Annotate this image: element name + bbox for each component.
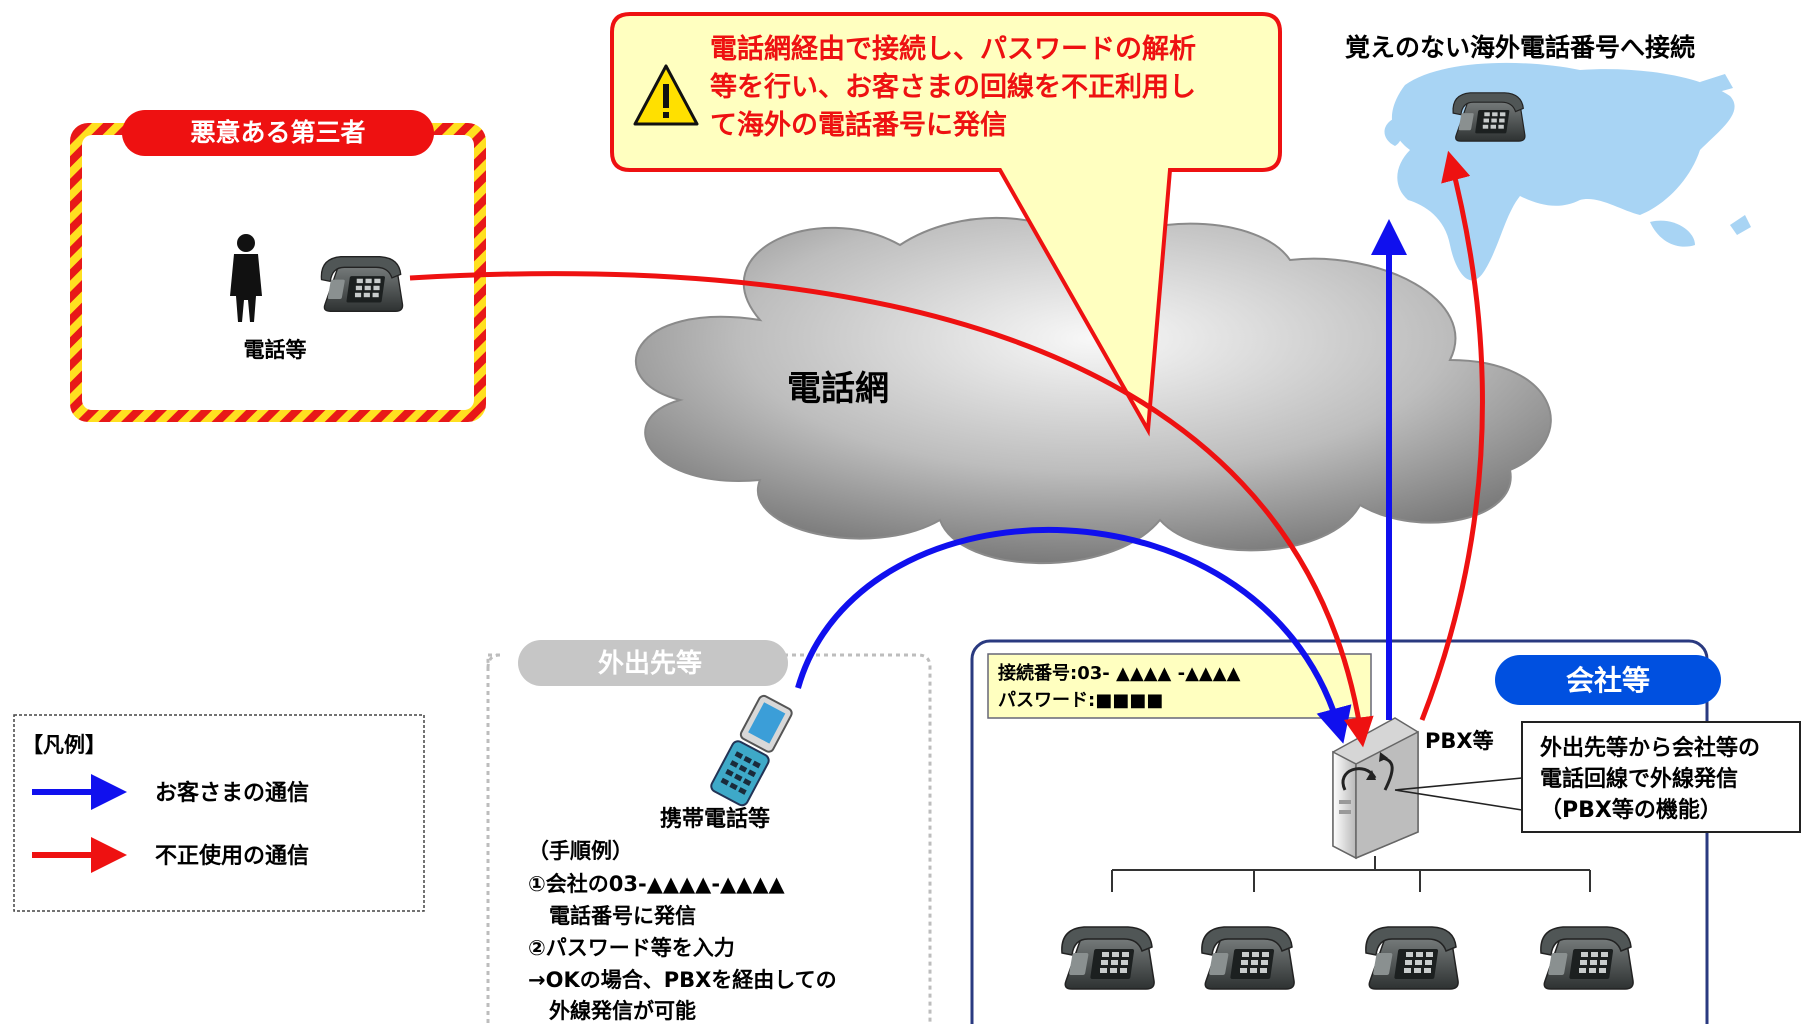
outside-group: 外出先等 携帯電話等 （手順例） ①会社の03-▲▲▲▲-▲▲▲▲ 電話番号に発… <box>486 640 932 1024</box>
attacker-title: 悪意ある第三者 <box>190 118 365 147</box>
callout-line-1: 電話網経由で接続し、パスワードの解析 <box>710 33 1196 65</box>
callout-line-2: 等を行い、お客さまの回線を不正利用し <box>710 71 1196 103</box>
attacker-box <box>82 135 474 410</box>
customer-call-arrow <box>795 526 1352 744</box>
person-icon <box>230 234 262 322</box>
desk-phone-icon <box>320 256 404 312</box>
outside-title-badge <box>518 640 788 686</box>
mobile-phone-icon <box>710 694 793 807</box>
pbx-note-line-1: 外出先等から会社等の <box>1540 735 1760 761</box>
outside-title: 外出先等 <box>598 648 702 679</box>
company-title: 会社等 <box>1566 664 1650 697</box>
company-group: 会社等 接続番号:03- ▲▲▲▲ -▲▲▲▲ パスワード:■■■■ PBX等 … <box>970 639 1801 1024</box>
pbx-note-line-2: 電話回線で外線発信 <box>1540 766 1738 792</box>
legend-fraud-label: 不正使用の通信 <box>155 843 309 869</box>
extension-wiring <box>1111 856 1591 892</box>
network-label: 電話網 <box>787 369 889 409</box>
step-line-1: （手順例） <box>528 839 633 863</box>
pbx-label: PBX等 <box>1425 729 1494 753</box>
access-number: 接続番号:03- ▲▲▲▲ -▲▲▲▲ <box>998 662 1241 684</box>
legend-title: 【凡例】 <box>22 733 106 757</box>
access-info-box <box>987 653 1372 719</box>
fraud-outbound-arrow <box>1419 150 1486 721</box>
fraud-call-arrow <box>409 271 1374 748</box>
attacker-phone-label: 電話等 <box>244 338 307 362</box>
step-line-4: ②パスワード等を入力 <box>528 936 735 960</box>
attacker-title-badge <box>122 110 434 156</box>
access-password: パスワード:■■■■ <box>998 690 1163 711</box>
step-line-3: 電話番号に発信 <box>528 904 696 928</box>
warning-icon <box>633 64 699 126</box>
legend: 【凡例】 お客さまの通信 不正使用の通信 <box>13 714 425 912</box>
callout-group: 電話網経由で接続し、パスワードの解析 等を行い、お客さまの回線を不正利用し て海… <box>610 12 1282 437</box>
step-line-6: 外線発信が可能 <box>528 999 696 1023</box>
step-line-2: ①会社の03-▲▲▲▲-▲▲▲▲ <box>528 872 785 896</box>
attacker-group: 悪意ある第三者 電話等 <box>70 110 486 422</box>
legend-box <box>13 714 425 912</box>
overseas-phone-icon <box>1452 92 1526 142</box>
pbx-server-icon <box>1332 717 1419 860</box>
pbx-note-box <box>1521 721 1801 833</box>
mobile-label: 携帯電話等 <box>660 806 770 832</box>
extension-phone-icon <box>1540 926 1634 990</box>
extension-phone-icon <box>1365 926 1459 990</box>
legend-customer-label: お客さまの通信 <box>155 780 309 806</box>
extension-phone-icon <box>1061 926 1155 990</box>
callout-line-3: て海外の電話番号に発信 <box>710 109 1007 141</box>
world-map-icon <box>1384 62 1751 281</box>
overseas-label: 覚えのない海外電話番号へ接続 <box>1345 33 1695 62</box>
pbx-note-line-3: （PBX等の機能） <box>1540 797 1722 823</box>
step-line-5: →OKの場合、PBXを経由しての <box>528 968 837 992</box>
callout-box <box>610 12 1282 437</box>
company-title-badge <box>1495 655 1721 705</box>
extension-phone-icon <box>1201 926 1295 990</box>
